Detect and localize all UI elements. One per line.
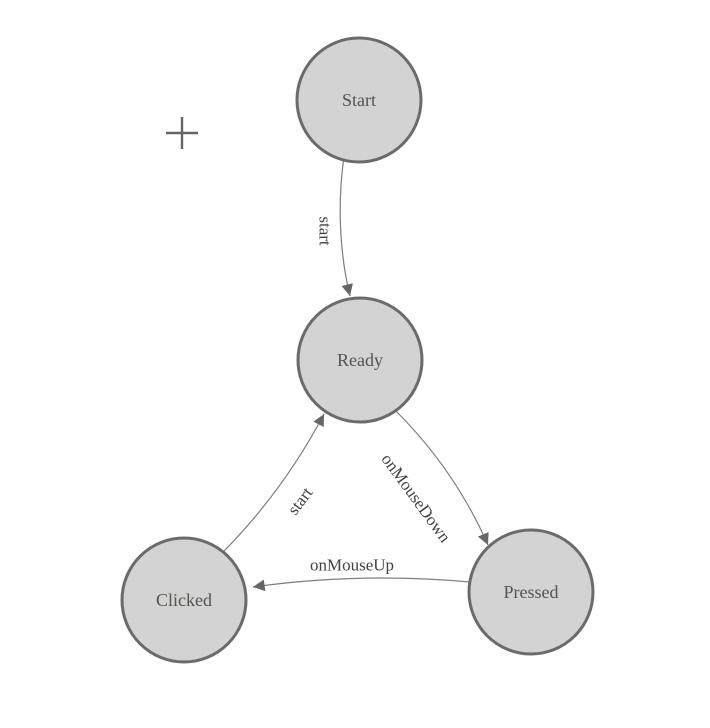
state-circle-start xyxy=(295,36,423,164)
transition-line-clicked-to-ready[interactable] xyxy=(223,413,325,552)
transition-label-ready-to-pressed[interactable]: onMouseDown xyxy=(378,450,455,546)
state-label-ready: Ready xyxy=(337,350,383,370)
transition-pressed-to-clicked: onMouseUp xyxy=(252,556,471,592)
state-label-clicked: Clicked xyxy=(156,590,212,610)
transition-label-pressed-to-clicked[interactable]: onMouseUp xyxy=(310,556,394,575)
state-node-clicked[interactable]: Clicked xyxy=(120,536,248,664)
state-label-start: Start xyxy=(342,90,376,110)
transition-label-start-to-ready[interactable]: start xyxy=(316,216,335,246)
state-label-pressed: Pressed xyxy=(504,582,559,602)
transition-label-clicked-to-ready[interactable]: start xyxy=(284,483,317,518)
state-circle-clicked xyxy=(120,536,248,664)
transition-line-start-to-ready[interactable] xyxy=(339,156,353,297)
state-circle-pressed xyxy=(467,528,595,656)
state-node-ready[interactable]: Ready xyxy=(296,296,424,424)
state-node-pressed[interactable]: Pressed xyxy=(467,528,595,656)
state-node-start[interactable]: Start xyxy=(295,36,423,164)
transition-clicked-to-ready: start xyxy=(223,413,325,552)
crosshair-cursor-icon xyxy=(166,117,198,149)
transition-line-pressed-to-clicked[interactable] xyxy=(252,577,471,592)
transition-ready-to-pressed: onMouseDown xyxy=(378,410,489,546)
transition-line-ready-to-pressed[interactable] xyxy=(395,410,489,546)
state-circle-ready xyxy=(296,296,424,424)
transition-start-to-ready: start xyxy=(316,156,353,297)
